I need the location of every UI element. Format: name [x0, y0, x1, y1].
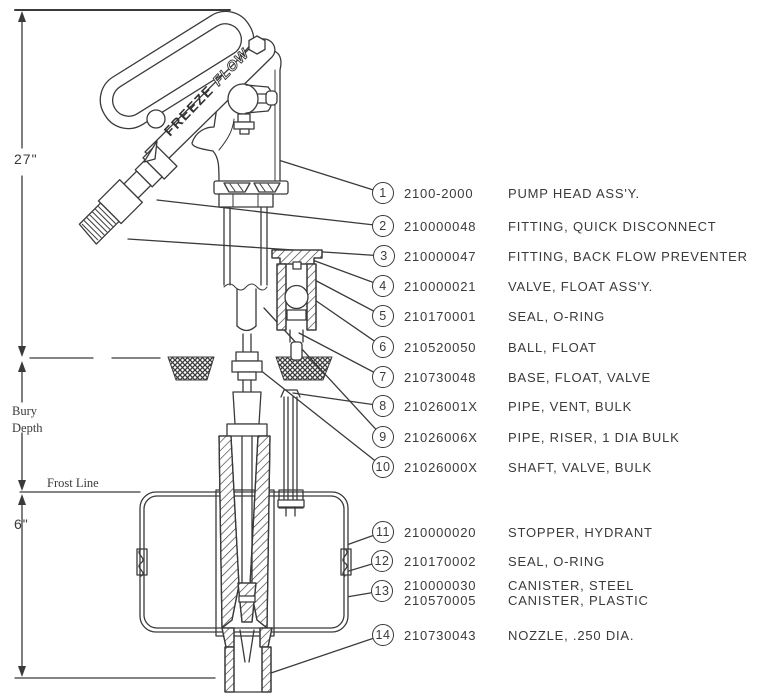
part-description: FITTING, QUICK DISCONNECT: [508, 219, 717, 234]
callout-13: 13: [371, 580, 393, 602]
part-number: 210170002: [404, 554, 477, 569]
part-number: 210730043: [404, 628, 477, 643]
vent-pipe: [277, 389, 305, 517]
below-ground-assembly: [215, 391, 275, 693]
callout-6: 6: [372, 336, 394, 358]
part-description: NOZZLE, .250 DIA.: [508, 628, 635, 643]
part-description: PIPE, RISER, 1 DIA BULK: [508, 430, 680, 445]
callout-5: 5: [372, 305, 394, 327]
riser-pipe: [223, 206, 268, 393]
part-number: 210000021: [404, 279, 477, 294]
part-description: SHAFT, VALVE, BULK: [508, 460, 652, 475]
callout-9: 9: [372, 426, 394, 448]
part-description: SEAL, O-RING: [508, 309, 606, 324]
pump-handle: [99, 10, 255, 130]
part-description: VALVE, FLOAT ASS'Y.: [508, 279, 654, 294]
part-number: 210170001: [404, 309, 477, 324]
callout-1: 1: [372, 182, 394, 204]
callout-2: 2: [372, 215, 394, 237]
pump-head: FREEZE FLOW: [78, 10, 289, 245]
callout-11: 11: [372, 521, 394, 543]
dimension-27in-label: 27": [14, 151, 38, 167]
parts-row-10: 21026000X SHAFT, VALVE, BULK: [404, 460, 652, 475]
part-number: 210730048: [404, 370, 477, 385]
float-valve-assembly: [271, 249, 323, 361]
callout-4: 4: [372, 275, 394, 297]
callout-12: 12: [371, 550, 393, 572]
ground-soil-hatch: [167, 356, 333, 381]
canister: [136, 491, 352, 633]
parts-row-8: 21026001X PIPE, VENT, BULK: [404, 399, 632, 414]
part-number: 2100-2000: [404, 186, 474, 201]
callout-14: 14: [372, 624, 394, 646]
part-description: CANISTER, STEEL CANISTER, PLASTIC: [508, 578, 649, 608]
frost-line-label: Frost Line: [47, 476, 99, 490]
parts-row-11: 210000020 STOPPER, HYDRANT: [404, 525, 653, 540]
part-description: SEAL, O-RING: [508, 554, 606, 569]
part-description: BALL, FLOAT: [508, 340, 597, 355]
part-number: 210000020: [404, 525, 477, 540]
dimension-6in-label: 6": [14, 516, 29, 532]
callout-8: 8: [372, 395, 394, 417]
callout-7: 7: [372, 366, 394, 388]
part-description: FITTING, BACK FLOW PREVENTER: [508, 249, 748, 264]
part-description: BASE, FLOAT, VALVE: [508, 370, 652, 385]
parts-row-5: 210170001 SEAL, O-RING: [404, 309, 605, 324]
part-number: 210000048: [404, 219, 477, 234]
parts-row-4: 210000021 VALVE, FLOAT ASS'Y.: [404, 279, 653, 294]
parts-row-13: 210000030 210570005 CANISTER, STEEL CANIS…: [404, 578, 649, 608]
part-number: 210520050: [404, 340, 477, 355]
callout-3: 3: [373, 245, 395, 267]
part-number: 210000030 210570005: [404, 578, 477, 608]
parts-row-7: 210730048 BASE, FLOAT, VALVE: [404, 370, 651, 385]
parts-row-3: 210000047 FITTING, BACK FLOW PREVENTER: [404, 249, 748, 264]
part-number: 21026001X: [404, 399, 478, 414]
part-number: 210000047: [404, 249, 477, 264]
parts-row-2: 210000048 FITTING, QUICK DISCONNECT: [404, 219, 717, 234]
bury-depth-label: Bury Depth: [12, 404, 43, 435]
part-number: 21026006X: [404, 430, 478, 445]
spout-quick-disconnect: [78, 144, 178, 245]
part-description: STOPPER, HYDRANT: [508, 525, 653, 540]
parts-row-1: 2100-2000 PUMP HEAD ASS'Y.: [404, 186, 640, 201]
part-description: PUMP HEAD ASS'Y.: [508, 186, 640, 201]
parts-row-12: 210170002 SEAL, O-RING: [404, 554, 605, 569]
dimension-lines: [14, 9, 231, 679]
part-description: PIPE, VENT, BULK: [508, 399, 633, 414]
part-number: 21026000X: [404, 460, 478, 475]
callout-10: 10: [372, 456, 394, 478]
parts-row-14: 210730043 NOZZLE, .250 DIA.: [404, 628, 634, 643]
parts-row-9: 21026006X PIPE, RISER, 1 DIA BULK: [404, 430, 680, 445]
parts-row-6: 210520050 BALL, FLOAT: [404, 340, 597, 355]
